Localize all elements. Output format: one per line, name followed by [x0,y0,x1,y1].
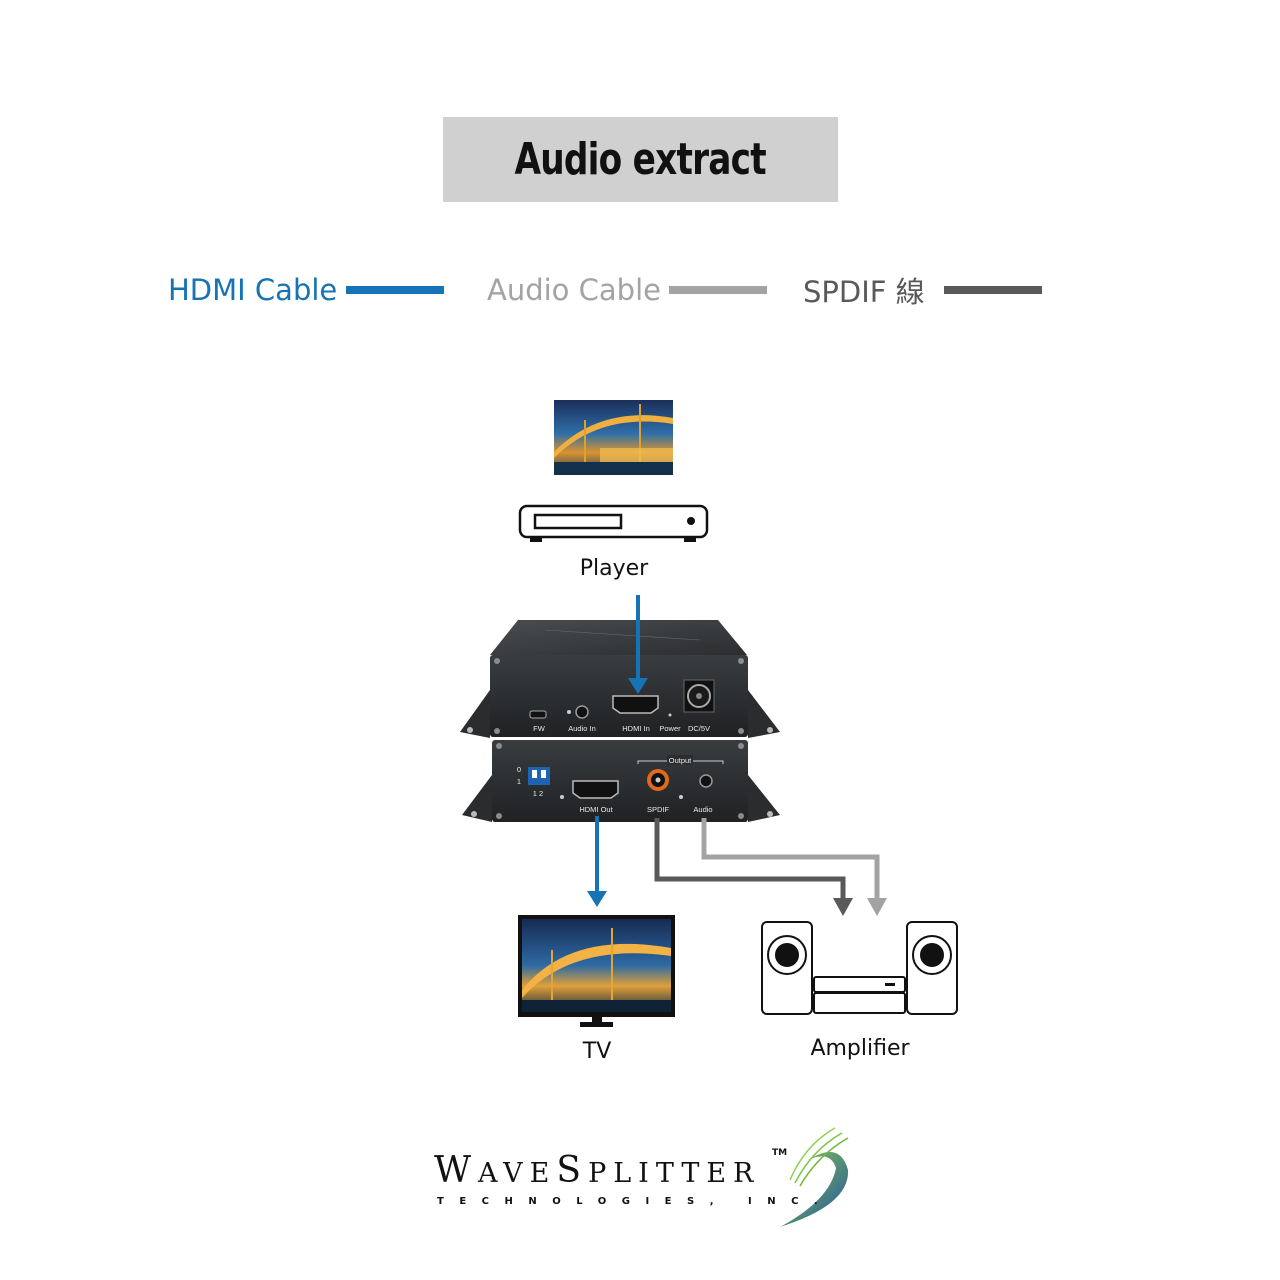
legend-spdif-line [944,286,1042,294]
audio-cable [701,818,887,916]
bridge-photo [554,400,673,475]
legend-hdmi-line [346,286,444,294]
dip-zero-label: 0 [517,765,521,774]
logo-subtitle: TECHNOLOGIES, INC. [437,1196,834,1207]
hdmi-cable-out [587,816,607,907]
extractor-device: FW Audio In HDMI In Power DC/5V 0 1 1 2 … [460,620,780,822]
title-banner: Audio extract [443,117,838,202]
tv-icon [518,915,675,1027]
dip-number-label: 1 2 [533,789,543,798]
legend-spdif: SPDIF 線 [803,268,925,312]
port-power-label: Power [659,724,681,733]
output-group-label: Output [669,756,692,765]
port-fw-label: FW [533,724,546,733]
dip-one-label: 1 [517,777,521,786]
speaker-amplifier-icon [761,921,958,1015]
tv-label: TV [582,1039,612,1064]
page-title: Audio extract [514,134,767,185]
port-audio-label: Audio [693,805,712,814]
legend-audio-label: Audio Cable [487,273,661,307]
port-spdif-label: SPDIF [647,805,670,814]
legend-hdmi: HDMI Cable [168,268,337,312]
legend-hdmi-label: HDMI Cable [168,273,338,307]
logo-wordmark: WAVESPLITTER [434,1150,761,1191]
spdif-cable [654,818,853,916]
hdmi-cable-in [628,595,648,694]
port-dc-label: DC/5V [688,724,710,733]
legend-audio: Audio Cable [487,268,661,312]
port-audio-in-label: Audio In [568,724,596,733]
legend-audio-line [669,286,767,294]
port-hdmi-in-label: HDMI In [622,724,650,733]
wavesplitter-swoosh [780,1127,849,1227]
amplifier-label: Amplifier [810,1036,910,1061]
player-label: Player [579,556,649,581]
port-hdmi-out-label: HDMI Out [579,805,613,814]
media-player-icon [518,504,709,542]
logo-trademark: TM [772,1148,788,1158]
legend-spdif-label: SPDIF 線 [803,275,925,309]
